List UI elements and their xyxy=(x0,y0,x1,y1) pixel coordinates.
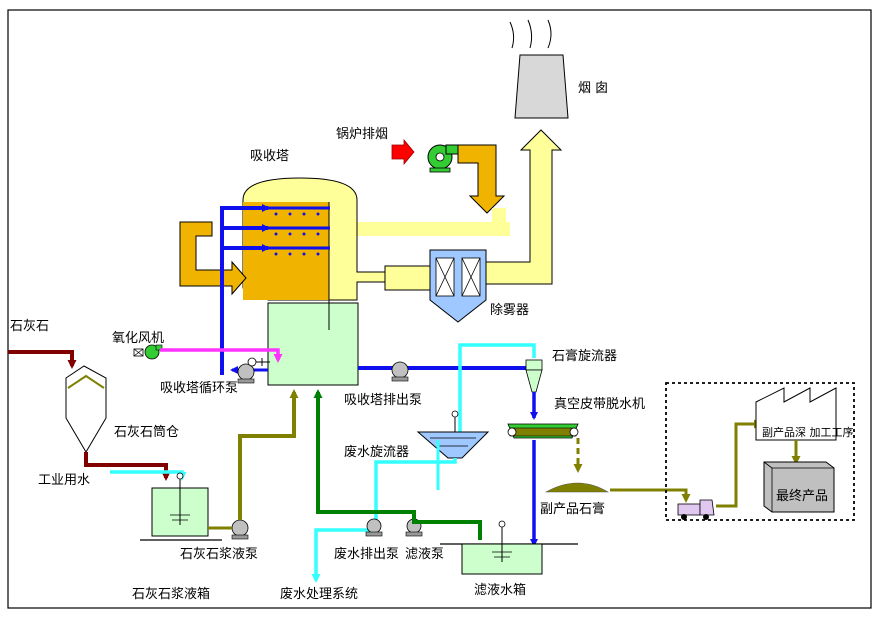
vacuum-belt-filter-icon xyxy=(507,423,579,439)
label-limestone-slurry-tank: 石灰石浆液箱 xyxy=(132,586,210,602)
truck-icon xyxy=(677,499,715,520)
absorber-outlet-duct xyxy=(357,208,510,236)
oxidation-air-line xyxy=(160,348,283,363)
flue-gas-inlet-arrow xyxy=(391,138,415,166)
valve-icon xyxy=(247,357,270,367)
label-absorber-discharge-pump: 吸收塔排出泵 xyxy=(344,393,422,408)
label-absorber: 吸收塔 xyxy=(250,149,289,164)
wastewater-hydrocyclone-icon xyxy=(416,410,490,459)
limestone-slurry-pump-icon xyxy=(231,519,249,540)
chimney xyxy=(509,19,569,119)
filtrate-return-line xyxy=(313,389,482,540)
limestone-feed-line xyxy=(8,350,77,369)
final-product-box xyxy=(763,461,835,513)
absorber-recirc-pump-icon xyxy=(237,363,255,384)
label-gypsum-hydrocyclone: 石膏旋流器 xyxy=(552,348,617,364)
label-vacuum-belt-dewater: 真空皮带脱水机 xyxy=(554,397,645,412)
limestone-silo-icon xyxy=(65,365,107,453)
label-chimney: 烟 囱 xyxy=(578,81,608,96)
booster-fan-icon xyxy=(427,144,459,173)
wastewater-out-line xyxy=(311,528,370,583)
truck-to-factory-line xyxy=(716,419,763,508)
demister xyxy=(429,249,487,323)
label-limestone-silo: 石灰石筒仓 xyxy=(114,424,179,440)
ww-cyclone-out-line xyxy=(374,458,457,520)
label-limestone-slurry-pump: 石灰石浆液泵 xyxy=(180,547,258,562)
gypsum-pile xyxy=(544,482,610,493)
label-byproduct-gypsum: 副产品石膏 xyxy=(540,501,605,517)
industrial-water-line xyxy=(110,470,187,481)
wastewater-discharge-pump-icon xyxy=(365,518,383,537)
outer-frame xyxy=(7,9,872,609)
label-wastewater-hydrocyclone: 废水旋流器 xyxy=(344,444,409,460)
limestone-to-tank-line xyxy=(84,452,171,481)
label-boiler-flue-gas: 锅炉排烟 xyxy=(336,126,388,142)
limestone-slurry-tank-icon xyxy=(140,472,222,541)
label-limestone: 石灰石 xyxy=(10,319,49,334)
label-demister: 除雾器 xyxy=(490,303,529,318)
label-filtrate-pump: 滤液泵 xyxy=(405,547,444,562)
label-industrial-water: 工业用水 xyxy=(38,473,90,488)
filtrate-tank-icon xyxy=(440,520,578,575)
flue-gas-inlet-duct xyxy=(179,221,247,296)
slurry-feed-line xyxy=(238,389,299,520)
gypsum-to-truck-line xyxy=(610,488,691,503)
absorber-discharge-pump-icon xyxy=(391,361,409,382)
label-wastewater-discharge-pump: 废水排出泵 xyxy=(334,546,399,562)
cyclone-overflow-line xyxy=(455,343,536,445)
recirc-slurry-lines xyxy=(220,204,330,375)
label-byproduct-deep-processing: 副产品深 加工工序 xyxy=(762,425,854,439)
absorber-demister-duct xyxy=(384,265,433,291)
label-filtrate-tank: 滤液水箱 xyxy=(474,582,526,598)
gypsum-hydrocyclone-icon xyxy=(525,359,543,393)
label-oxidation-fan: 氧化风机 xyxy=(112,331,164,346)
clean-gas-duct xyxy=(485,129,563,285)
factory-icon xyxy=(755,387,837,441)
label-absorber-recirc-pump: 吸收塔循环泵 xyxy=(160,381,238,396)
label-final-product: 最终产品 xyxy=(776,488,828,504)
oxidation-fan-icon xyxy=(133,344,163,360)
flue-gas-duct-top xyxy=(457,144,506,214)
label-wastewater-treatment: 废水处理系统 xyxy=(280,586,358,602)
